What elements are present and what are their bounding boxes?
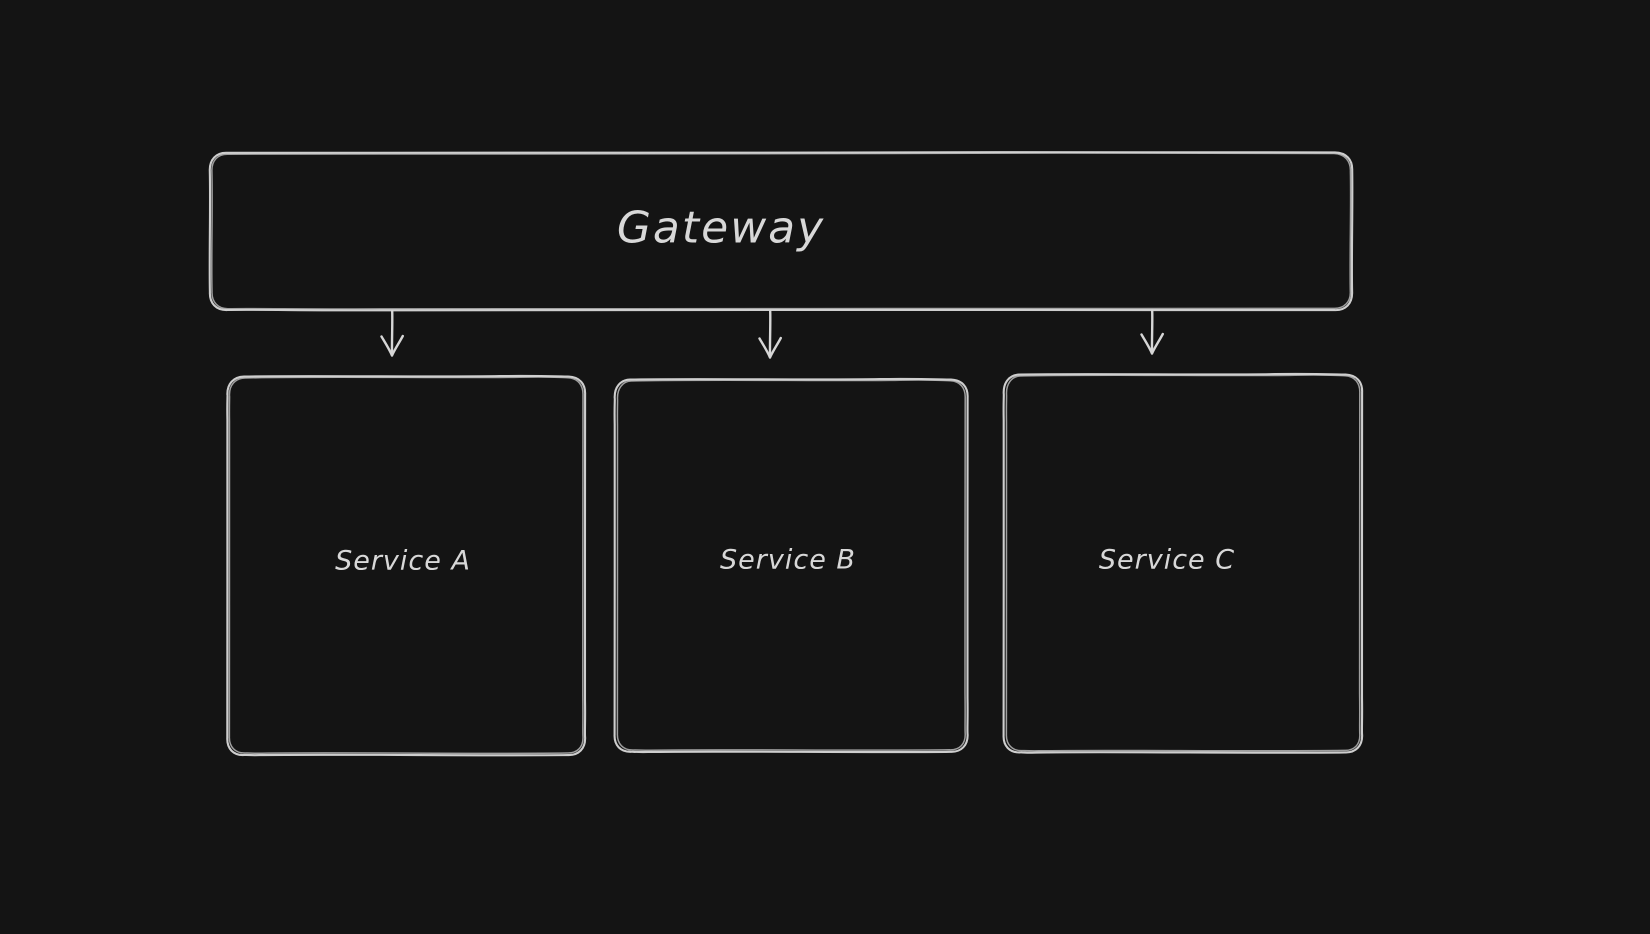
service-a-outline-pass-2 bbox=[228, 376, 584, 755]
node-gateway-shape[interactable] bbox=[208, 151, 1354, 312]
edge-gateway-service-c-arrowhead bbox=[1140, 332, 1164, 355]
node-service-c-shape[interactable] bbox=[1002, 372, 1364, 754]
service-c-outline-pass-2 bbox=[1005, 374, 1361, 752]
edge-gateway-service-c[interactable] bbox=[1140, 309, 1164, 355]
edge-gateway-service-a-arrowhead bbox=[380, 334, 404, 357]
node-service-a-shape[interactable] bbox=[226, 374, 587, 757]
service-b-outline-pass-1 bbox=[613, 377, 969, 754]
service-a-outline-pass-1 bbox=[226, 374, 587, 757]
node-service-b-shape[interactable] bbox=[613, 377, 969, 754]
node-label-gateway: Gateway bbox=[616, 202, 826, 254]
gateway-outline-pass-1 bbox=[208, 151, 1354, 312]
node-label-service-b: Service B bbox=[720, 544, 856, 576]
service-c-outline-pass-1 bbox=[1002, 372, 1364, 754]
node-label-service-c: Service C bbox=[1098, 544, 1236, 576]
node-label-service-a: Service A bbox=[335, 545, 471, 577]
edge-gateway-service-b[interactable] bbox=[758, 309, 782, 359]
gateway-outline-pass-2 bbox=[211, 152, 1352, 310]
edge-gateway-service-a[interactable] bbox=[380, 309, 404, 357]
edge-gateway-service-b-arrowhead bbox=[758, 336, 782, 359]
service-b-outline-pass-2 bbox=[616, 379, 967, 751]
